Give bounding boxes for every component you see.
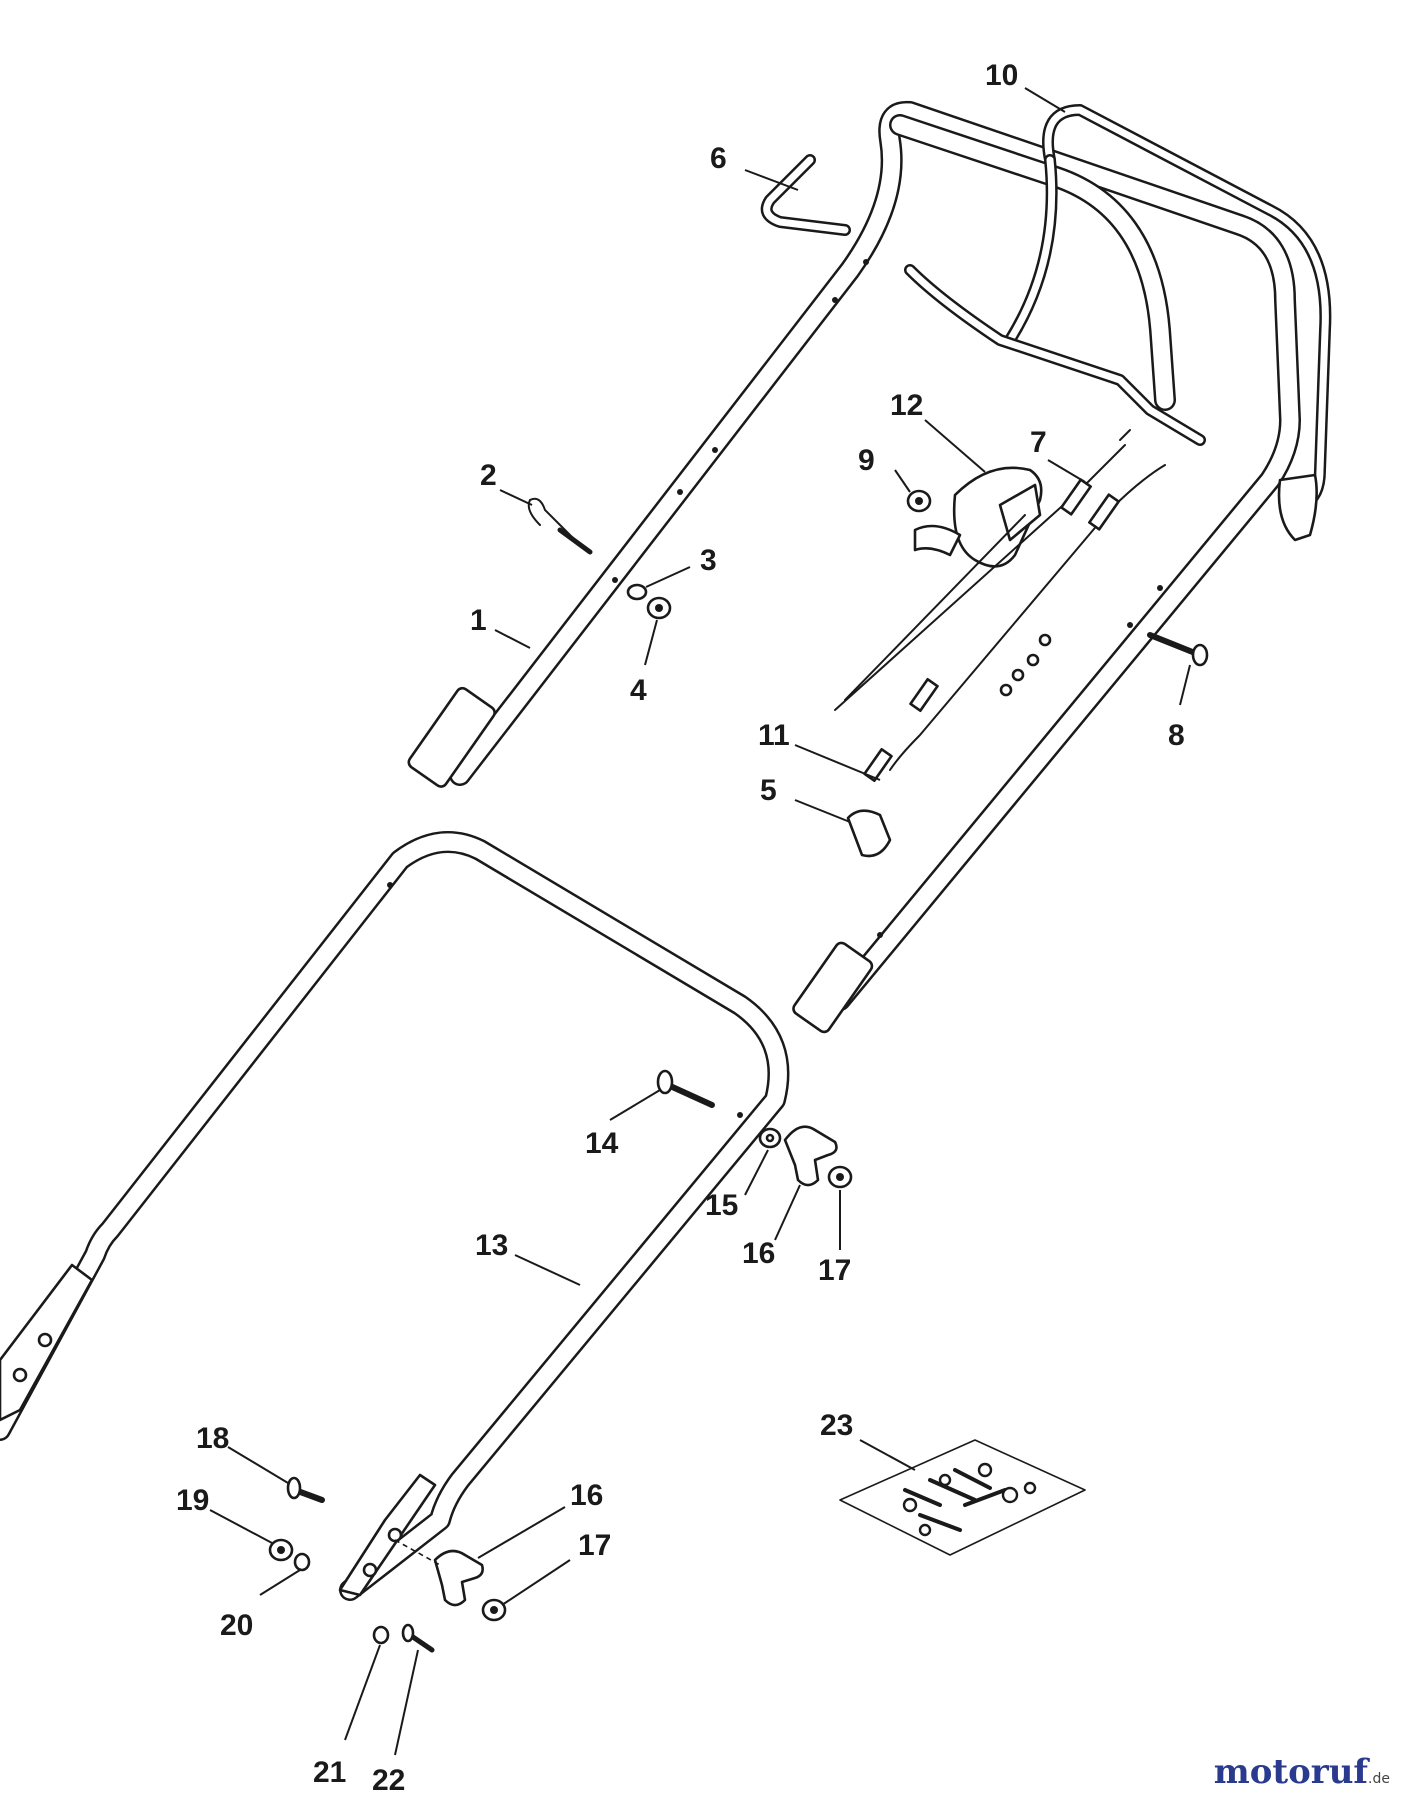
callout-16: 16 — [742, 1237, 775, 1270]
leader-lines — [209, 87, 1191, 1756]
cables — [834, 429, 1166, 783]
callout-5: 5 — [760, 774, 777, 807]
cable-clip — [846, 809, 892, 858]
callout-23: 23 — [820, 1409, 853, 1442]
nut — [481, 1598, 507, 1622]
washer — [293, 1552, 311, 1572]
callout-10: 10 — [985, 59, 1018, 92]
star-knob[interactable] — [783, 1125, 838, 1187]
bolt — [656, 1069, 715, 1108]
callout-13: 13 — [475, 1229, 508, 1262]
callout-14: 14 — [585, 1127, 619, 1160]
callout-19: 19 — [176, 1484, 209, 1517]
callout-17: 17 — [818, 1254, 851, 1287]
watermark-brand: motoruf — [1213, 1752, 1369, 1792]
cable-guide-bracket — [760, 154, 1206, 446]
nut — [268, 1538, 294, 1562]
callout-18: 18 — [196, 1422, 229, 1455]
callout-21: 21 — [313, 1756, 346, 1789]
callout-17-lower: 17 — [578, 1529, 611, 1562]
control-box[interactable] — [913, 466, 1043, 568]
nut — [646, 596, 672, 620]
callout-2: 2 — [480, 459, 497, 492]
washer — [626, 583, 648, 601]
bolt — [401, 1623, 435, 1653]
callout-11: 11 — [758, 719, 790, 752]
star-knob[interactable] — [433, 1549, 484, 1607]
watermark-logo: motoruf.de — [1214, 1752, 1390, 1792]
callout-9: 9 — [858, 444, 875, 477]
lower-handle — [0, 831, 790, 1601]
callout-7: 7 — [1030, 426, 1047, 459]
callout-20: 20 — [220, 1609, 253, 1642]
callout-8: 8 — [1168, 719, 1185, 752]
bolt — [286, 1476, 325, 1503]
callout-15: 15 — [705, 1189, 738, 1222]
bolt — [1147, 632, 1209, 667]
callout-numbers: 1 2 3 4 5 6 7 8 9 10 11 12 13 14 15 16 1… — [176, 59, 1185, 1797]
callout-22: 22 — [372, 1764, 405, 1797]
callout-12: 12 — [890, 389, 923, 422]
callout-3: 3 — [700, 544, 717, 577]
nut — [906, 489, 932, 513]
watermark-tld: .de — [1368, 1771, 1390, 1787]
upper-handle — [407, 100, 1301, 1034]
callout-16-lower: 16 — [570, 1479, 603, 1512]
washer — [758, 1127, 782, 1149]
callout-6: 6 — [710, 142, 727, 175]
callout-1: 1 — [470, 604, 487, 637]
hook-bolt — [527, 497, 593, 555]
hardware-kit-bag — [839, 1439, 1086, 1556]
nut — [827, 1165, 853, 1189]
washer — [372, 1625, 390, 1645]
bail-bar[interactable] — [1004, 104, 1332, 542]
callout-4: 4 — [630, 674, 647, 707]
